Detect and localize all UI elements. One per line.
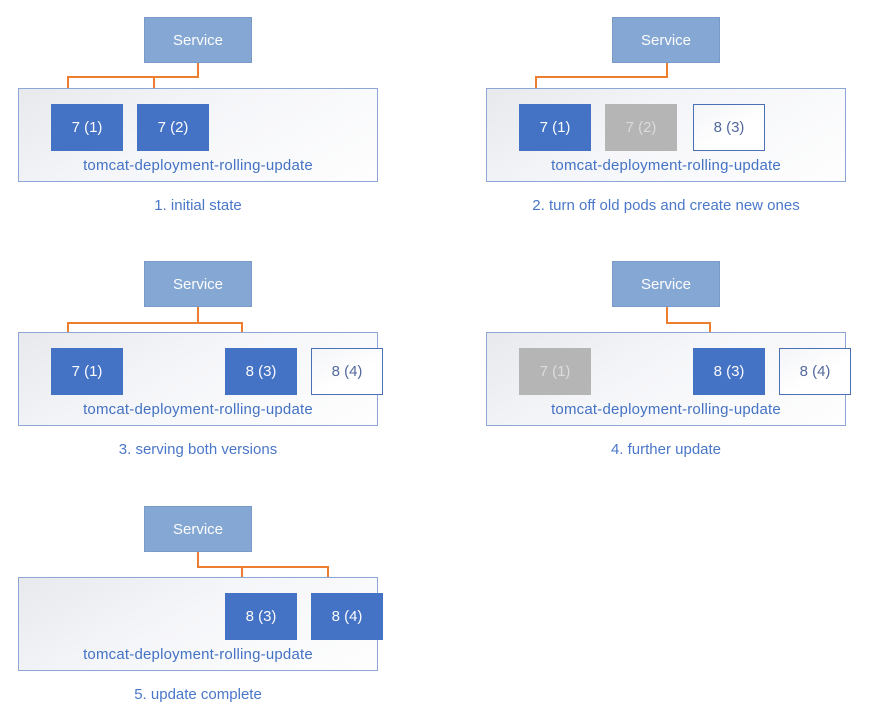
deployment-label: tomcat-deployment-rolling-update — [551, 401, 781, 418]
pod-label: 7 (2) — [157, 119, 189, 136]
panel-update-complete: Service 8 (3) 8 (4) tomcat-deployment-ro… — [0, 489, 435, 718]
traffic-arrow-segment — [241, 566, 243, 583]
traffic-arrow-segment — [241, 322, 243, 338]
pod-label: 8 (3) — [245, 608, 277, 625]
deployment-label: tomcat-deployment-rolling-update — [83, 401, 313, 418]
pod-label: 8 (4) — [331, 363, 363, 380]
panel-caption: 3. serving both versions — [118, 441, 278, 458]
panel-caption: 5. update complete — [134, 686, 262, 703]
pod-label: 7 (2) — [625, 119, 657, 136]
pod: 8 (4) — [779, 348, 851, 395]
traffic-arrow-segment — [666, 307, 668, 324]
deployment-box: 7 (1) 8 (3) 8 (4) tomcat-deployment-roll… — [18, 332, 383, 426]
service-box: Service — [144, 17, 252, 63]
traffic-arrow-segment — [327, 566, 329, 583]
deployment-box: 7 (1) 7 (2) tomcat-deployment-rolling-up… — [18, 88, 378, 182]
traffic-arrow-segment — [67, 76, 199, 78]
service-box: Service — [144, 261, 252, 307]
service-box: Service — [144, 506, 252, 552]
deployment-label: tomcat-deployment-rolling-update — [551, 157, 781, 174]
traffic-arrow-segment — [535, 76, 668, 78]
pod-label: 8 (3) — [713, 119, 745, 136]
pod: 7 (1) — [51, 104, 123, 151]
pod-label: 7 (1) — [71, 363, 103, 380]
pod: 8 (3) — [693, 348, 765, 395]
pod-label: 7 (1) — [539, 119, 571, 136]
panel-turn-off-old-pods: Service 7 (1) 7 (2) 8 (3) tomcat-deploym… — [468, 0, 870, 232]
service-box: Service — [612, 261, 720, 307]
panel-further-update: Service 7 (1) 8 (3) 8 (4) tomcat-deploym… — [468, 244, 870, 476]
pod-label: 8 (4) — [799, 363, 831, 380]
panel-serving-both-versions: Service 7 (1) 8 (3) 8 (4) tomcat-deploym… — [0, 244, 435, 476]
pod: 8 (4) — [311, 593, 383, 640]
pod: 7 (2) — [137, 104, 209, 151]
deployment-box: 7 (1) 8 (3) 8 (4) tomcat-deployment-roll… — [486, 332, 851, 426]
traffic-arrow-segment — [197, 63, 199, 78]
pod: 7 (2) — [605, 104, 677, 151]
pod: 7 (1) — [519, 104, 591, 151]
service-label: Service — [172, 31, 224, 49]
pod-label: 7 (1) — [71, 119, 103, 136]
traffic-arrow-segment — [666, 63, 668, 78]
deployment-label: tomcat-deployment-rolling-update — [83, 646, 313, 663]
pod-label: 7 (1) — [539, 363, 571, 380]
pod: 8 (3) — [693, 104, 765, 151]
panel-caption: 2. turn off old pods and create new ones — [532, 197, 800, 214]
deployment-box: 7 (1) 7 (2) 8 (3) tomcat-deployment-roll… — [486, 88, 846, 182]
panel-caption: 4. further update — [610, 441, 722, 458]
traffic-arrow-segment — [67, 76, 69, 94]
pod-label: 8 (4) — [331, 608, 363, 625]
pod-label: 8 (3) — [245, 363, 277, 380]
traffic-arrow-segment — [197, 566, 329, 568]
traffic-arrow-segment — [67, 322, 69, 338]
panel-initial-state: Service 7 (1) 7 (2) tomcat-deployment-ro… — [0, 0, 435, 232]
traffic-arrow-segment — [535, 76, 537, 94]
service-label: Service — [172, 520, 224, 538]
pod: 8 (3) — [225, 593, 297, 640]
deployment-box: 8 (3) 8 (4) tomcat-deployment-rolling-up… — [18, 577, 383, 671]
deployment-label: tomcat-deployment-rolling-update — [83, 157, 313, 174]
traffic-arrow-segment — [67, 322, 243, 324]
pod: 8 (3) — [225, 348, 297, 395]
service-label: Service — [640, 31, 692, 49]
pod: 7 (1) — [519, 348, 591, 395]
traffic-arrow-segment — [153, 76, 155, 94]
service-label: Service — [640, 275, 692, 293]
service-label: Service — [172, 275, 224, 293]
pod: 8 (4) — [311, 348, 383, 395]
pod: 7 (1) — [51, 348, 123, 395]
service-box: Service — [612, 17, 720, 63]
pod-label: 8 (3) — [713, 363, 745, 380]
traffic-arrow-segment — [709, 322, 711, 338]
traffic-arrow-segment — [197, 307, 199, 324]
traffic-arrow-segment — [197, 552, 199, 568]
panel-caption: 1. initial state — [154, 197, 242, 214]
traffic-arrow-segment — [666, 322, 711, 324]
